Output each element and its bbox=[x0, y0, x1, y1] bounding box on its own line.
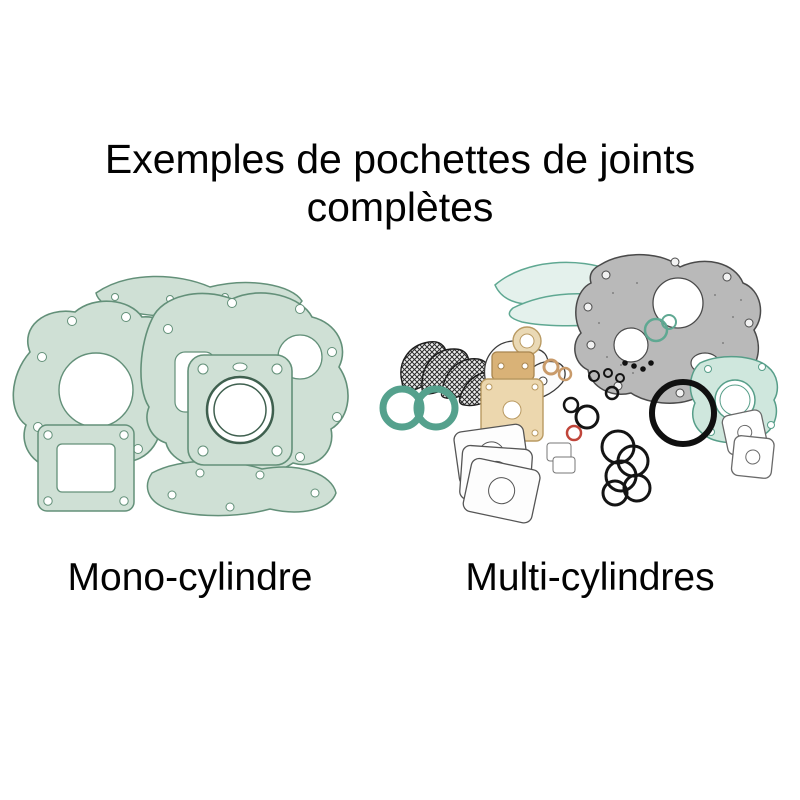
small-seal-dots bbox=[622, 360, 654, 372]
title-line-1: Exemples de pochettes de joints bbox=[104, 136, 696, 182]
multi-cylinder-label: Multi-cylindres bbox=[465, 556, 715, 599]
beige-square-gasket bbox=[480, 378, 544, 442]
teal-rings bbox=[643, 314, 677, 343]
mono-cylinder-label: Mono-cylindre bbox=[67, 556, 313, 599]
white-shim-gaskets bbox=[546, 442, 576, 474]
teal-twin-ring-gasket bbox=[379, 385, 459, 431]
tan-gasket bbox=[491, 351, 535, 381]
copper-washers bbox=[542, 358, 573, 382]
gasket-kits-figure bbox=[0, 245, 800, 565]
white-base-gasket-stack bbox=[453, 423, 541, 524]
bottom-strip-gasket bbox=[146, 460, 337, 517]
rectangular-base-gasket bbox=[37, 424, 135, 512]
large-black-o-ring bbox=[649, 379, 717, 447]
red-o-ring bbox=[565, 424, 583, 442]
title-line-2: complètes bbox=[306, 183, 494, 230]
small-white-square-gaskets bbox=[721, 409, 775, 479]
multi-cylinder-kit-illustration bbox=[379, 254, 779, 524]
o-rings bbox=[562, 368, 652, 507]
cylinder-head-gasket bbox=[187, 354, 293, 466]
page-title: Exemples de pochettes de joints complète… bbox=[0, 136, 800, 232]
beige-round-gasket bbox=[512, 326, 542, 356]
mono-cylinder-kit-illustration bbox=[12, 275, 349, 517]
caption-row: Mono-cylindre Multi-cylindres bbox=[0, 556, 800, 600]
